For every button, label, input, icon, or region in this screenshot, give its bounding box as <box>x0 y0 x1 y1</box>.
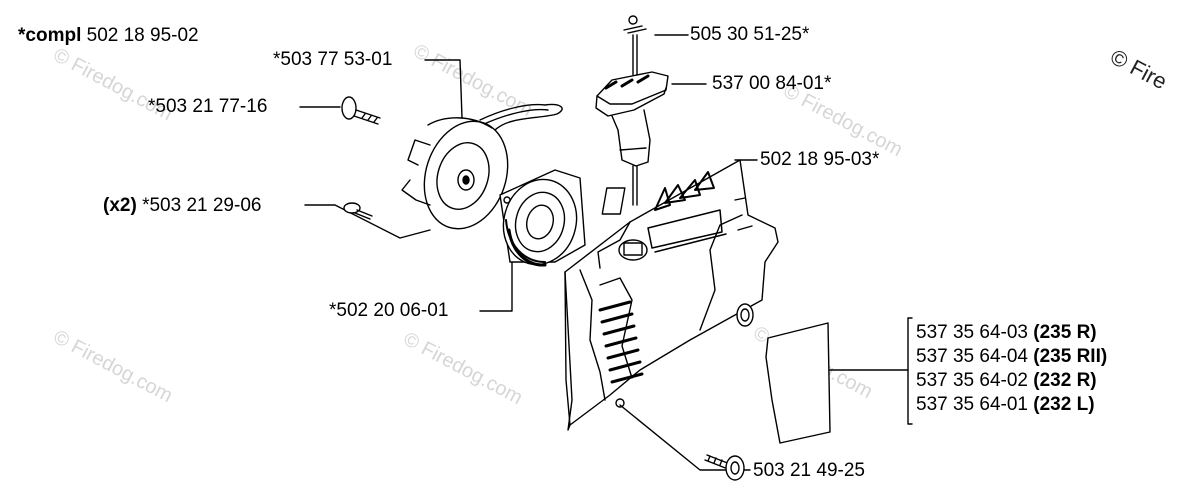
variant-row: 537 35 64-03 (235 R) <box>916 323 1097 343</box>
label-compl-prefix: *compl <box>18 25 82 46</box>
spring-cassette <box>499 169 586 267</box>
label-part: *503 77 53-01 <box>273 49 393 70</box>
variant-row: 537 35 64-04 (235 RII) <box>916 347 1107 367</box>
bottom-screw <box>704 454 745 481</box>
starter-handle <box>595 15 669 206</box>
variant-number: 537 35 64-04 <box>916 346 1028 367</box>
variant-number: 537 35 64-02 <box>916 370 1028 391</box>
variant-model: (235 RII) <box>1033 346 1108 367</box>
label-part: *503 21 77-16 <box>148 96 268 117</box>
variant-number: 537 35 64-01 <box>916 394 1028 415</box>
label-quantity: (x2) <box>103 195 137 216</box>
variant-number: 537 35 64-03 <box>916 322 1028 343</box>
label-part: 537 00 84-01* <box>712 73 832 94</box>
housing-cover <box>564 159 779 431</box>
variant-row: 537 35 64-02 (232 R) <box>916 371 1097 391</box>
decal-sticker <box>765 322 831 444</box>
label-compl-number: 502 18 95-02 <box>86 25 199 46</box>
variant-model: (232 R) <box>1033 370 1097 391</box>
center-bolt <box>341 96 381 125</box>
label-part-x2: (x2) *503 21 29-06 <box>103 196 261 216</box>
variant-model: (235 R) <box>1033 322 1097 343</box>
label-part: 502 18 95-03* <box>760 149 880 170</box>
variant-row: 537 35 64-01 (232 L) <box>916 395 1095 415</box>
label-compl: *compl 502 18 95-02 <box>18 26 199 46</box>
rope-pulley <box>401 103 563 230</box>
label-part: *502 20 06-01 <box>329 300 449 321</box>
label-part: 503 21 49-25 <box>753 460 865 481</box>
label-part-number: *503 21 29-06 <box>142 195 262 216</box>
leader-lines <box>299 34 913 471</box>
small-screw <box>343 202 373 220</box>
variant-model: (232 L) <box>1033 394 1095 415</box>
label-part: 505 30 51-25* <box>690 24 810 45</box>
